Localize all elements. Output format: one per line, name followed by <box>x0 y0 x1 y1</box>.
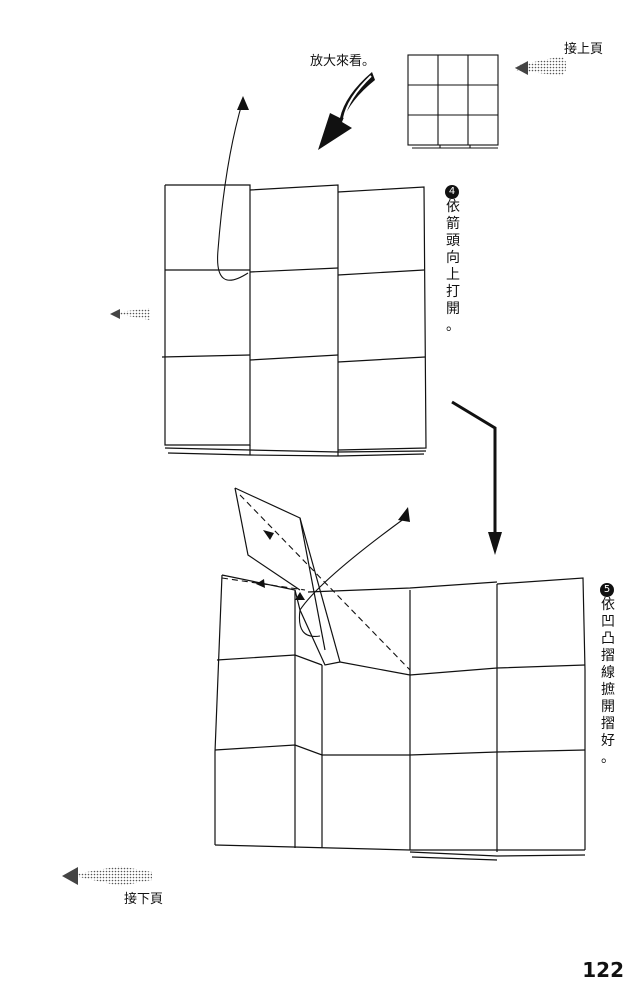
step5-char: 好 <box>601 733 615 749</box>
step5-char: 凸 <box>601 631 615 647</box>
step5-char: 。 <box>601 750 615 766</box>
thumbnail-model <box>407 54 499 149</box>
step5-model <box>214 487 586 861</box>
step5-char: 線 <box>601 665 615 681</box>
step5-char: 摺 <box>601 648 615 664</box>
page-number: 122 <box>582 958 624 982</box>
step4-instruction: 4 依 箭 頭 向 上 打 開 。 <box>445 185 461 335</box>
lift-arrowhead-icon <box>237 96 249 110</box>
continue-next-arrow-icon <box>62 866 152 886</box>
step4-char: 。 <box>446 318 460 334</box>
step4-char: 依 <box>446 199 460 215</box>
step4-char: 向 <box>446 250 460 266</box>
step5-number: 5 <box>600 583 614 597</box>
step4-char: 打 <box>446 284 460 300</box>
continue-from-label: 接上頁 <box>564 42 604 57</box>
step4-char: 箭 <box>446 216 460 232</box>
continue-next-label: 接下頁 <box>124 892 164 907</box>
step4-number: 4 <box>445 185 459 199</box>
step4-side-arrow-icon <box>110 308 150 320</box>
swing-arrowhead-icon <box>398 507 410 522</box>
down-arrow-icon <box>451 400 502 555</box>
step5-char: 依 <box>601 597 615 613</box>
step5-char: 摭 <box>601 682 615 698</box>
step5-char: 凹 <box>601 614 615 630</box>
step5-char: 開 <box>601 699 615 715</box>
step4-model <box>161 99 427 457</box>
continue-from-arrow-icon <box>515 56 566 76</box>
step4-char: 開 <box>446 301 460 317</box>
zoom-in-arrow-icon <box>318 72 375 150</box>
step4-char: 上 <box>446 267 460 283</box>
zoom-in-label: 放大來看。 <box>310 54 376 69</box>
fold-direction-arrowheads-icon <box>256 530 305 600</box>
step5-instruction: 5 依 凹 凸 摺 線 摭 開 摺 好 。 <box>600 583 616 767</box>
step5-char: 摺 <box>601 716 615 732</box>
step4-char: 頭 <box>446 233 460 249</box>
